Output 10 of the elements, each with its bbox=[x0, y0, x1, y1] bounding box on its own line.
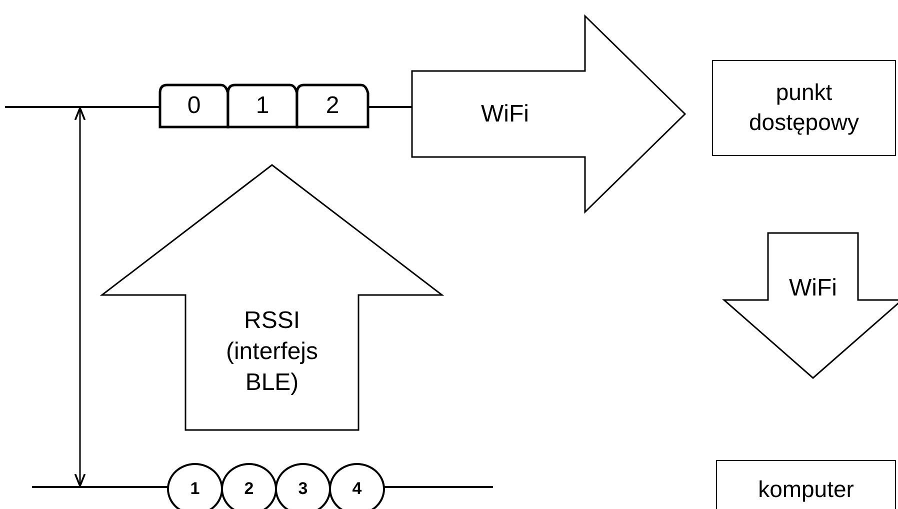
double-arrow bbox=[74, 107, 86, 487]
packet-circle: 4 bbox=[329, 463, 385, 509]
queue-slot: 1 bbox=[228, 85, 297, 127]
packet-circle: 3 bbox=[275, 463, 331, 509]
queue-slot: 2 bbox=[297, 85, 368, 127]
packet-circle: 1 bbox=[167, 463, 223, 509]
device-box: komputer bbox=[716, 460, 896, 509]
queue-slot: 0 bbox=[160, 85, 228, 127]
device-box: punkt dostępowy bbox=[712, 60, 896, 156]
packet-circle: 2 bbox=[221, 463, 277, 509]
